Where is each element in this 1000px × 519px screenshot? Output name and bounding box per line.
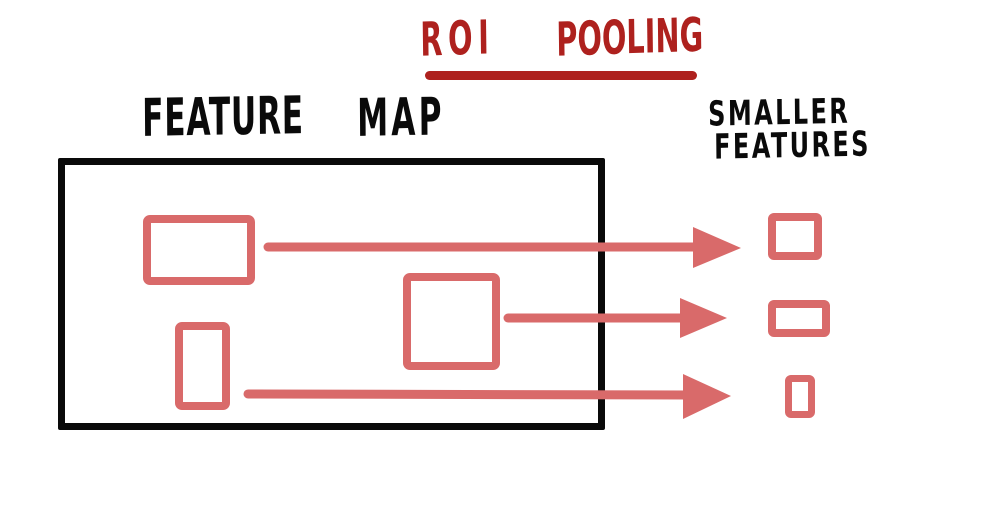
pooled-feature-box-3 bbox=[785, 375, 815, 418]
title-word-pooling: POOLING bbox=[555, 9, 704, 68]
pooled-feature-box-2 bbox=[768, 300, 830, 337]
title-word-roi: ROI bbox=[419, 11, 495, 68]
title-underline bbox=[425, 71, 697, 80]
feature-map-label-word2: MAP bbox=[356, 87, 445, 149]
roi-box-wide bbox=[143, 215, 255, 285]
smaller-features-label-line2: FEATURES bbox=[713, 124, 872, 168]
feature-map-box bbox=[58, 158, 605, 430]
roi-box-tall bbox=[175, 322, 230, 410]
feature-map-label-word1: FEATURE bbox=[141, 86, 305, 149]
pooled-feature-box-1 bbox=[768, 213, 822, 260]
roi-box-square bbox=[403, 273, 500, 370]
